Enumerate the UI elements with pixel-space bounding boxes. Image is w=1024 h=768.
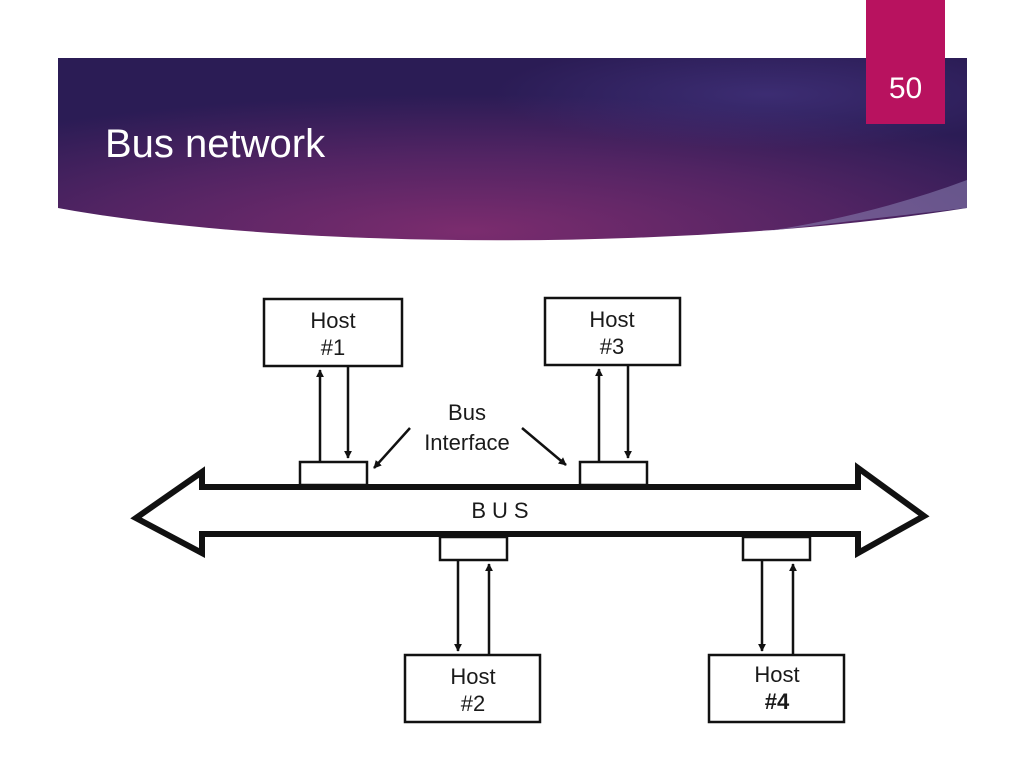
host-2-label-line1: Host — [450, 664, 495, 689]
header-banner — [58, 58, 967, 241]
slide-title: Bus network — [105, 122, 326, 166]
host-3-box — [543, 296, 682, 367]
bus-interface-1 — [298, 460, 369, 487]
host-2-box — [403, 653, 542, 724]
page-number: 50 — [888, 72, 923, 105]
host-1-box — [262, 297, 404, 368]
bus-interface-3 — [578, 460, 649, 487]
host-1-label-line2: #1 — [321, 335, 345, 360]
bus-interface-pointer-left — [373, 427, 411, 469]
bus-interface-2 — [438, 535, 509, 562]
bus-interface-4 — [741, 535, 812, 562]
host-1-label-line1: Host — [310, 308, 355, 333]
host-2-label-line2: #2 — [461, 691, 485, 716]
host-3-label-line2: #3 — [600, 334, 624, 359]
bus-interface-label-line2: Interface — [424, 430, 510, 455]
bus-interface-label-line1: Bus — [448, 400, 486, 425]
host-4-box — [707, 653, 846, 724]
bus-arrow — [130, 462, 930, 559]
bus-interface-pointer-right — [521, 427, 567, 466]
page-number-badge: 50 — [866, 0, 945, 124]
host-4-label-line1: Host — [754, 662, 799, 687]
host-3-label-line1: Host — [589, 307, 634, 332]
bus-label: BUS — [471, 498, 534, 523]
host-4-label-line2: #4 — [765, 689, 790, 714]
